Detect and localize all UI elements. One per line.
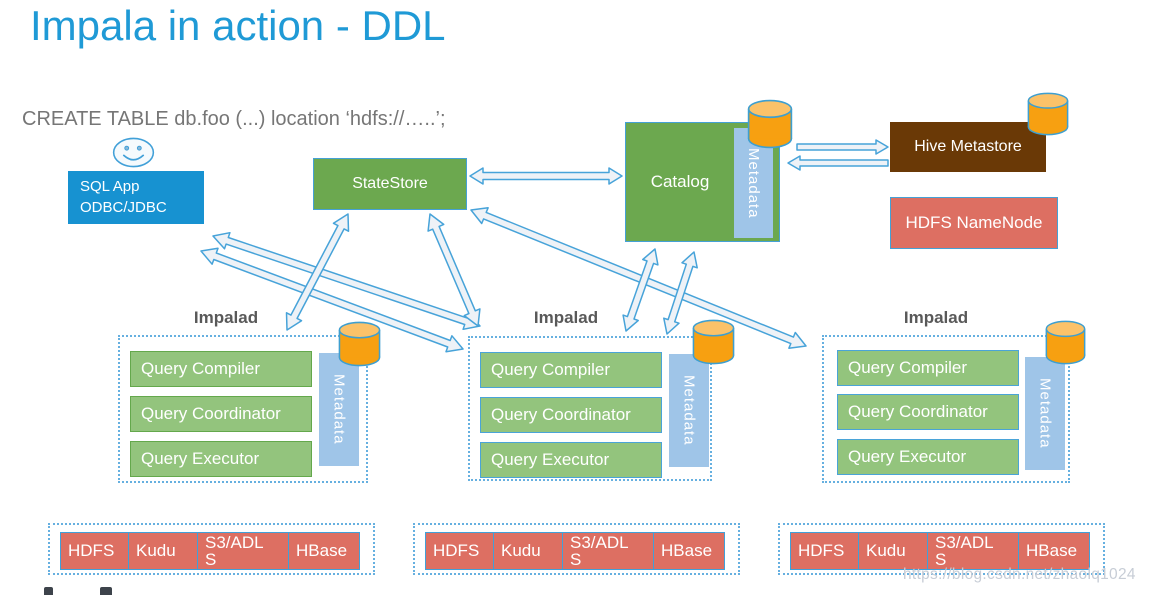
impalad-2-query-executor: Query Executor — [480, 442, 662, 478]
arrow-impalad2-statestore — [427, 213, 481, 327]
impalad-3-group: Query Compiler Query Coordinator Query E… — [822, 335, 1070, 483]
node-statestore: StateStore — [313, 158, 467, 210]
catalog-database-icon — [746, 99, 794, 149]
node-hive-metastore: Hive Metastore — [890, 122, 1046, 172]
ddl-statement: CREATE TABLE db.foo (...) location ‘hdfs… — [22, 108, 446, 130]
impalad-1-metadata-label: Metadata — [330, 374, 348, 445]
impalad-1-label: Impalad — [193, 308, 259, 327]
impalad-2-metadata-label: Metadata — [680, 375, 698, 446]
arrow-hive-to-catalog — [787, 155, 889, 171]
storage-group-3: HDFS Kudu S3/ADLS HBase — [778, 523, 1105, 575]
impalad-1-group: Query Compiler Query Coordinator Query E… — [118, 335, 368, 483]
impalad-1-query-coordinator: Query Coordinator — [130, 396, 312, 432]
impalad-2-query-compiler: Query Compiler — [480, 352, 662, 388]
catalog-label: Catalog — [650, 172, 710, 191]
storage-3-kudu: Kudu — [859, 533, 928, 569]
storage-3-s3-adls: S3/ADLS — [928, 533, 1019, 569]
impalad-3-query-coordinator: Query Coordinator — [837, 394, 1019, 430]
watermark: https://blog.csdn.net/zhaolq1024 — [903, 566, 1136, 583]
storage-2-hbase: HBase — [654, 533, 724, 569]
sql-app-label-line1: SQL App — [80, 178, 140, 196]
slide-title: Impala in action - DDL — [30, 2, 446, 49]
storage-1-kudu: Kudu — [129, 533, 198, 569]
impalad-3-label: Impalad — [903, 308, 969, 327]
storage-3-hbase: HBase — [1019, 533, 1089, 569]
node-hdfs-namenode: HDFS NameNode — [890, 197, 1058, 249]
arrow-statestore-catalog — [469, 167, 623, 185]
hive-metastore-label: Hive Metastore — [914, 138, 1022, 155]
storage-2-kudu: Kudu — [494, 533, 563, 569]
storage-group-1: HDFS Kudu S3/ADLS HBase — [48, 523, 375, 575]
storage-group-2: HDFS Kudu S3/ADLS HBase — [413, 523, 740, 575]
impalad-2-query-coordinator: Query Coordinator — [480, 397, 662, 433]
impalad-3-metadata-label: Metadata — [1036, 378, 1054, 449]
storage-row-2: HDFS Kudu S3/ADLS HBase — [425, 532, 725, 570]
storage-2-s3-adls: S3/ADLS — [563, 533, 654, 569]
storage-row-3: HDFS Kudu S3/ADLS HBase — [790, 532, 1090, 570]
impalad-3-query-executor: Query Executor — [837, 439, 1019, 475]
hive-metastore-database-icon — [1026, 92, 1070, 136]
arrow-catalog-impalad2-left — [622, 248, 659, 332]
impalad-1-database-icon — [337, 321, 382, 367]
storage-row-1: HDFS Kudu S3/ADLS HBase — [60, 532, 360, 570]
clipped-letter-fragment — [100, 587, 112, 595]
impalad-3-metadata-strip: Metadata — [1025, 357, 1065, 470]
user-smiley-icon — [112, 137, 155, 168]
sql-app-label-line2: ODBC/JDBC — [80, 198, 167, 216]
clipped-letter-fragment — [44, 587, 53, 595]
storage-1-s3-adls: S3/ADLS — [198, 533, 289, 569]
storage-1-hdfs: HDFS — [61, 533, 129, 569]
impalad-2-metadata-strip: Metadata — [669, 354, 709, 467]
impalad-1-query-compiler: Query Compiler — [130, 351, 312, 387]
impalad-3-database-icon — [1044, 320, 1087, 365]
impalad-3-query-compiler: Query Compiler — [837, 350, 1019, 386]
hdfs-namenode-label: HDFS NameNode — [905, 213, 1043, 232]
storage-2-hdfs: HDFS — [426, 533, 494, 569]
storage-3-hdfs: HDFS — [791, 533, 859, 569]
arrow-impalad1-statestore — [285, 213, 350, 331]
arrow-catalog-to-hive — [796, 139, 889, 155]
impalad-2-database-icon — [691, 319, 736, 365]
impalad-2-label: Impalad — [533, 308, 599, 327]
impalad-1-metadata-strip: Metadata — [319, 353, 359, 466]
catalog-metadata-label: Metadata — [745, 147, 762, 219]
impalad-1-query-executor: Query Executor — [130, 441, 312, 477]
impalad-2-group: Query Compiler Query Coordinator Query E… — [468, 336, 712, 481]
node-sql-app: SQL App ODBC/JDBC — [68, 171, 204, 224]
storage-1-hbase: HBase — [289, 533, 359, 569]
statestore-label: StateStore — [352, 175, 428, 192]
